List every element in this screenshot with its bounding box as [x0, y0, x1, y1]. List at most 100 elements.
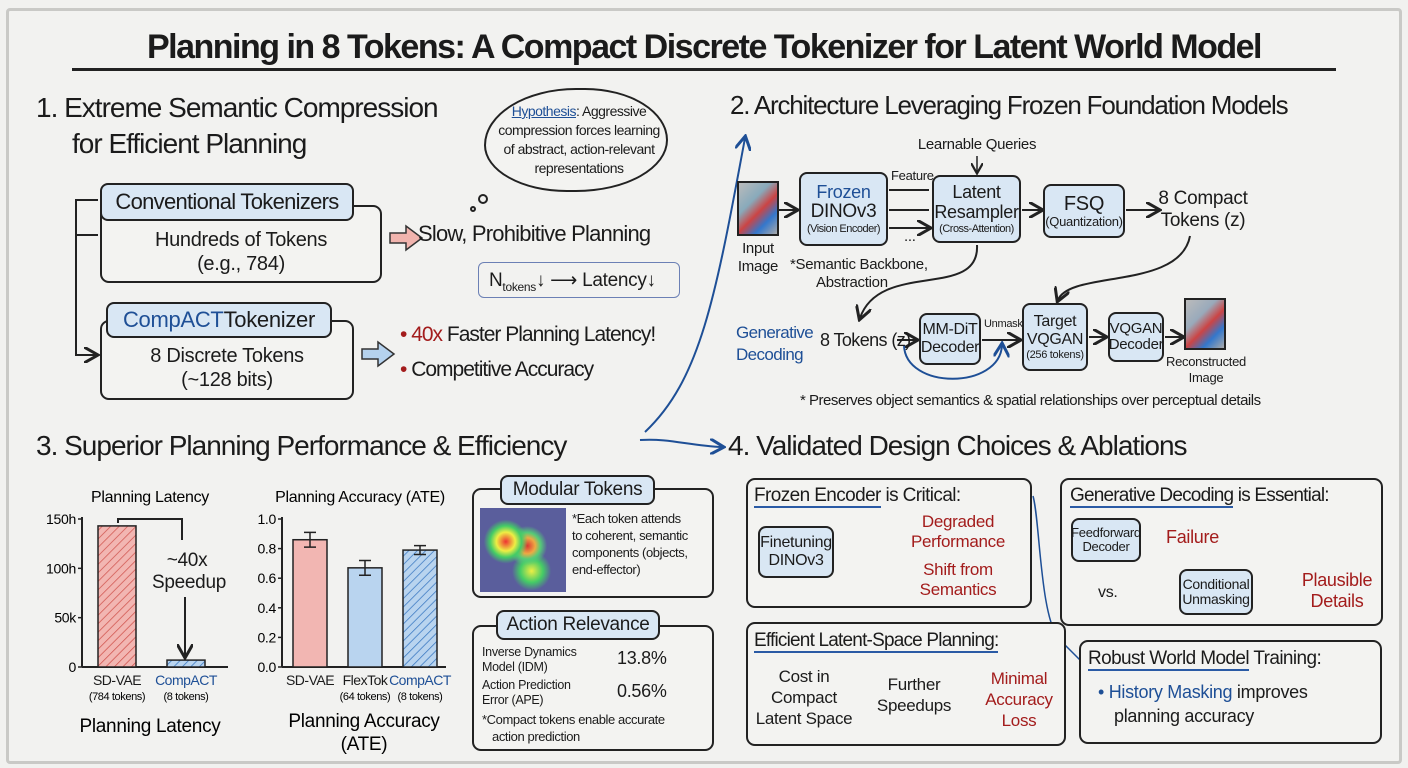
chart-title: Planning Accuracy (ATE) — [275, 489, 445, 506]
resampler-line: (Cross-Attention) — [939, 222, 1014, 235]
bar-sd-vae — [97, 525, 137, 668]
y-tick-label: 0.0 — [257, 659, 276, 675]
box-line: DINOv3 — [768, 552, 824, 569]
robust-training-title: Robust World Model Training: — [1088, 648, 1322, 671]
resampler-line: Resampler — [934, 201, 1019, 222]
speed-text: Faster Planning Latency! — [442, 323, 656, 346]
attention-heatmap-image — [480, 508, 566, 592]
box-line: Feedforward — [1071, 524, 1141, 540]
line: Semantics — [919, 580, 997, 599]
line: Loss — [1001, 711, 1037, 730]
section2-heading: 2. Architecture Leveraging Frozen Founda… — [730, 90, 1289, 120]
feature-label: Feature — [891, 168, 934, 183]
line: Speedups — [876, 696, 952, 715]
conventional-tokenizers-label: Conventional Tokenizers — [100, 183, 354, 221]
section3-heading: 3. Superior Planning Performance & Effic… — [36, 430, 567, 461]
efficient-planning-title: Efficient Latent-Space Planning: — [754, 630, 999, 653]
line: Minimal — [990, 669, 1048, 688]
architecture-footnote: * Preserves object semantics & spatial r… — [800, 392, 1261, 409]
title-emph: Frozen Encoder — [754, 485, 881, 508]
conv-line: Hundreds of Tokens — [154, 229, 328, 251]
y-tick-label: 150h — [46, 511, 76, 527]
y-tick-label: 0.6 — [257, 570, 276, 586]
tokenizer-word: Tokenizer — [223, 306, 316, 332]
line: Cost in — [778, 667, 830, 686]
unmask-label: Unmask — [984, 318, 1023, 330]
line: Accuracy — [985, 690, 1053, 709]
speed-value: 40x — [411, 323, 443, 346]
error-bar — [304, 531, 316, 548]
compact-line: (~128 bits) — [181, 369, 273, 391]
conventional-token-count: Hundreds of Tokens(e.g., 784) — [100, 228, 382, 276]
hypothesis-thought-bubble — [484, 88, 668, 192]
box-line: Conditional — [1182, 575, 1250, 592]
ellipsis-label: ... — [904, 228, 916, 245]
section1-heading-line2: for Efficient Planning — [72, 128, 307, 159]
fsq-label: FSQ — [1063, 192, 1105, 215]
robust-training-panel — [1079, 640, 1382, 744]
hypothesis-line: representations — [534, 160, 624, 176]
x-axis-label: Planning Latency — [80, 716, 222, 737]
speedup-value: ~40x — [166, 550, 208, 571]
note-line: action prediction — [492, 729, 580, 744]
target-line: VQGAN — [1026, 330, 1084, 348]
note-line: *Each token attends — [572, 511, 681, 526]
note-line: *Compact tokens enable accurate — [482, 712, 665, 727]
metric-line: Model (IDM) — [482, 660, 548, 674]
tokens-z-label: 8 Tokens (z) — [820, 330, 911, 350]
bar-compact — [402, 549, 438, 668]
formula-subscript: tokens — [502, 279, 536, 294]
note-line: to coherent, semantic — [572, 528, 688, 543]
title-emph: Robust World Model — [1088, 648, 1250, 671]
compact-name: CompACT — [122, 306, 224, 332]
title-underline — [72, 68, 1336, 71]
failure-label: Failure — [1166, 527, 1219, 547]
line: Performance — [910, 532, 1006, 551]
category-label: SD-VAE — [286, 672, 334, 688]
action-note: *Compact tokens enable accurate action pr… — [482, 711, 665, 745]
category-label: CompACT — [389, 672, 452, 688]
hypothesis-label: Hypothesis — [511, 103, 577, 119]
frozen-encoder-title: Frozen Encoder is Critical: — [754, 485, 961, 508]
error-bar — [359, 559, 371, 576]
note-line: *Semantic Backbone, — [790, 256, 928, 273]
line: Details — [1310, 591, 1364, 611]
ntokens-latency-formula: Ntokens↓ ⟶ Latency↓ — [478, 262, 680, 298]
gen-line: Generative — [736, 323, 814, 342]
y-tick-label: 0.4 — [257, 600, 276, 616]
bar-flextok — [347, 567, 383, 668]
title-emph: Generative Decoding — [1070, 485, 1234, 508]
hypothesis-line: of abstract, action-relevant — [503, 141, 655, 157]
category-label: SD-VAE — [93, 672, 141, 688]
note-line: Abstraction — [816, 274, 888, 291]
x-axis-label: (ATE) — [341, 734, 388, 755]
hypothesis-text: Hypothesis: Aggressive compression force… — [494, 102, 664, 178]
frozen-label: Frozen — [816, 181, 871, 202]
title-rest: is Critical: — [880, 485, 961, 506]
target-line: (256 tokens) — [1026, 348, 1084, 361]
box-line: Decoder — [1082, 539, 1130, 554]
note-line: end-effector) — [572, 562, 641, 577]
hypothesis-line: compression forces learning — [498, 122, 660, 138]
idm-metric-value: 13.8% — [617, 648, 667, 668]
compact-line: 8 Discrete Tokens — [150, 345, 304, 367]
label-line: Input — [742, 240, 774, 257]
section4-heading: 4. Validated Design Choices & Ablations — [728, 430, 1188, 461]
vqgan-line: Decoder — [1108, 336, 1164, 353]
versus-text: vs. — [1098, 584, 1118, 601]
label-line: Reconstructed — [1166, 354, 1246, 369]
gen-line: Decoding — [736, 345, 804, 364]
formula-n: N — [489, 270, 503, 291]
action-relevance-label: Action Relevance — [496, 610, 660, 640]
compact-token-count: 8 Discrete Tokens(~128 bits) — [100, 344, 354, 392]
